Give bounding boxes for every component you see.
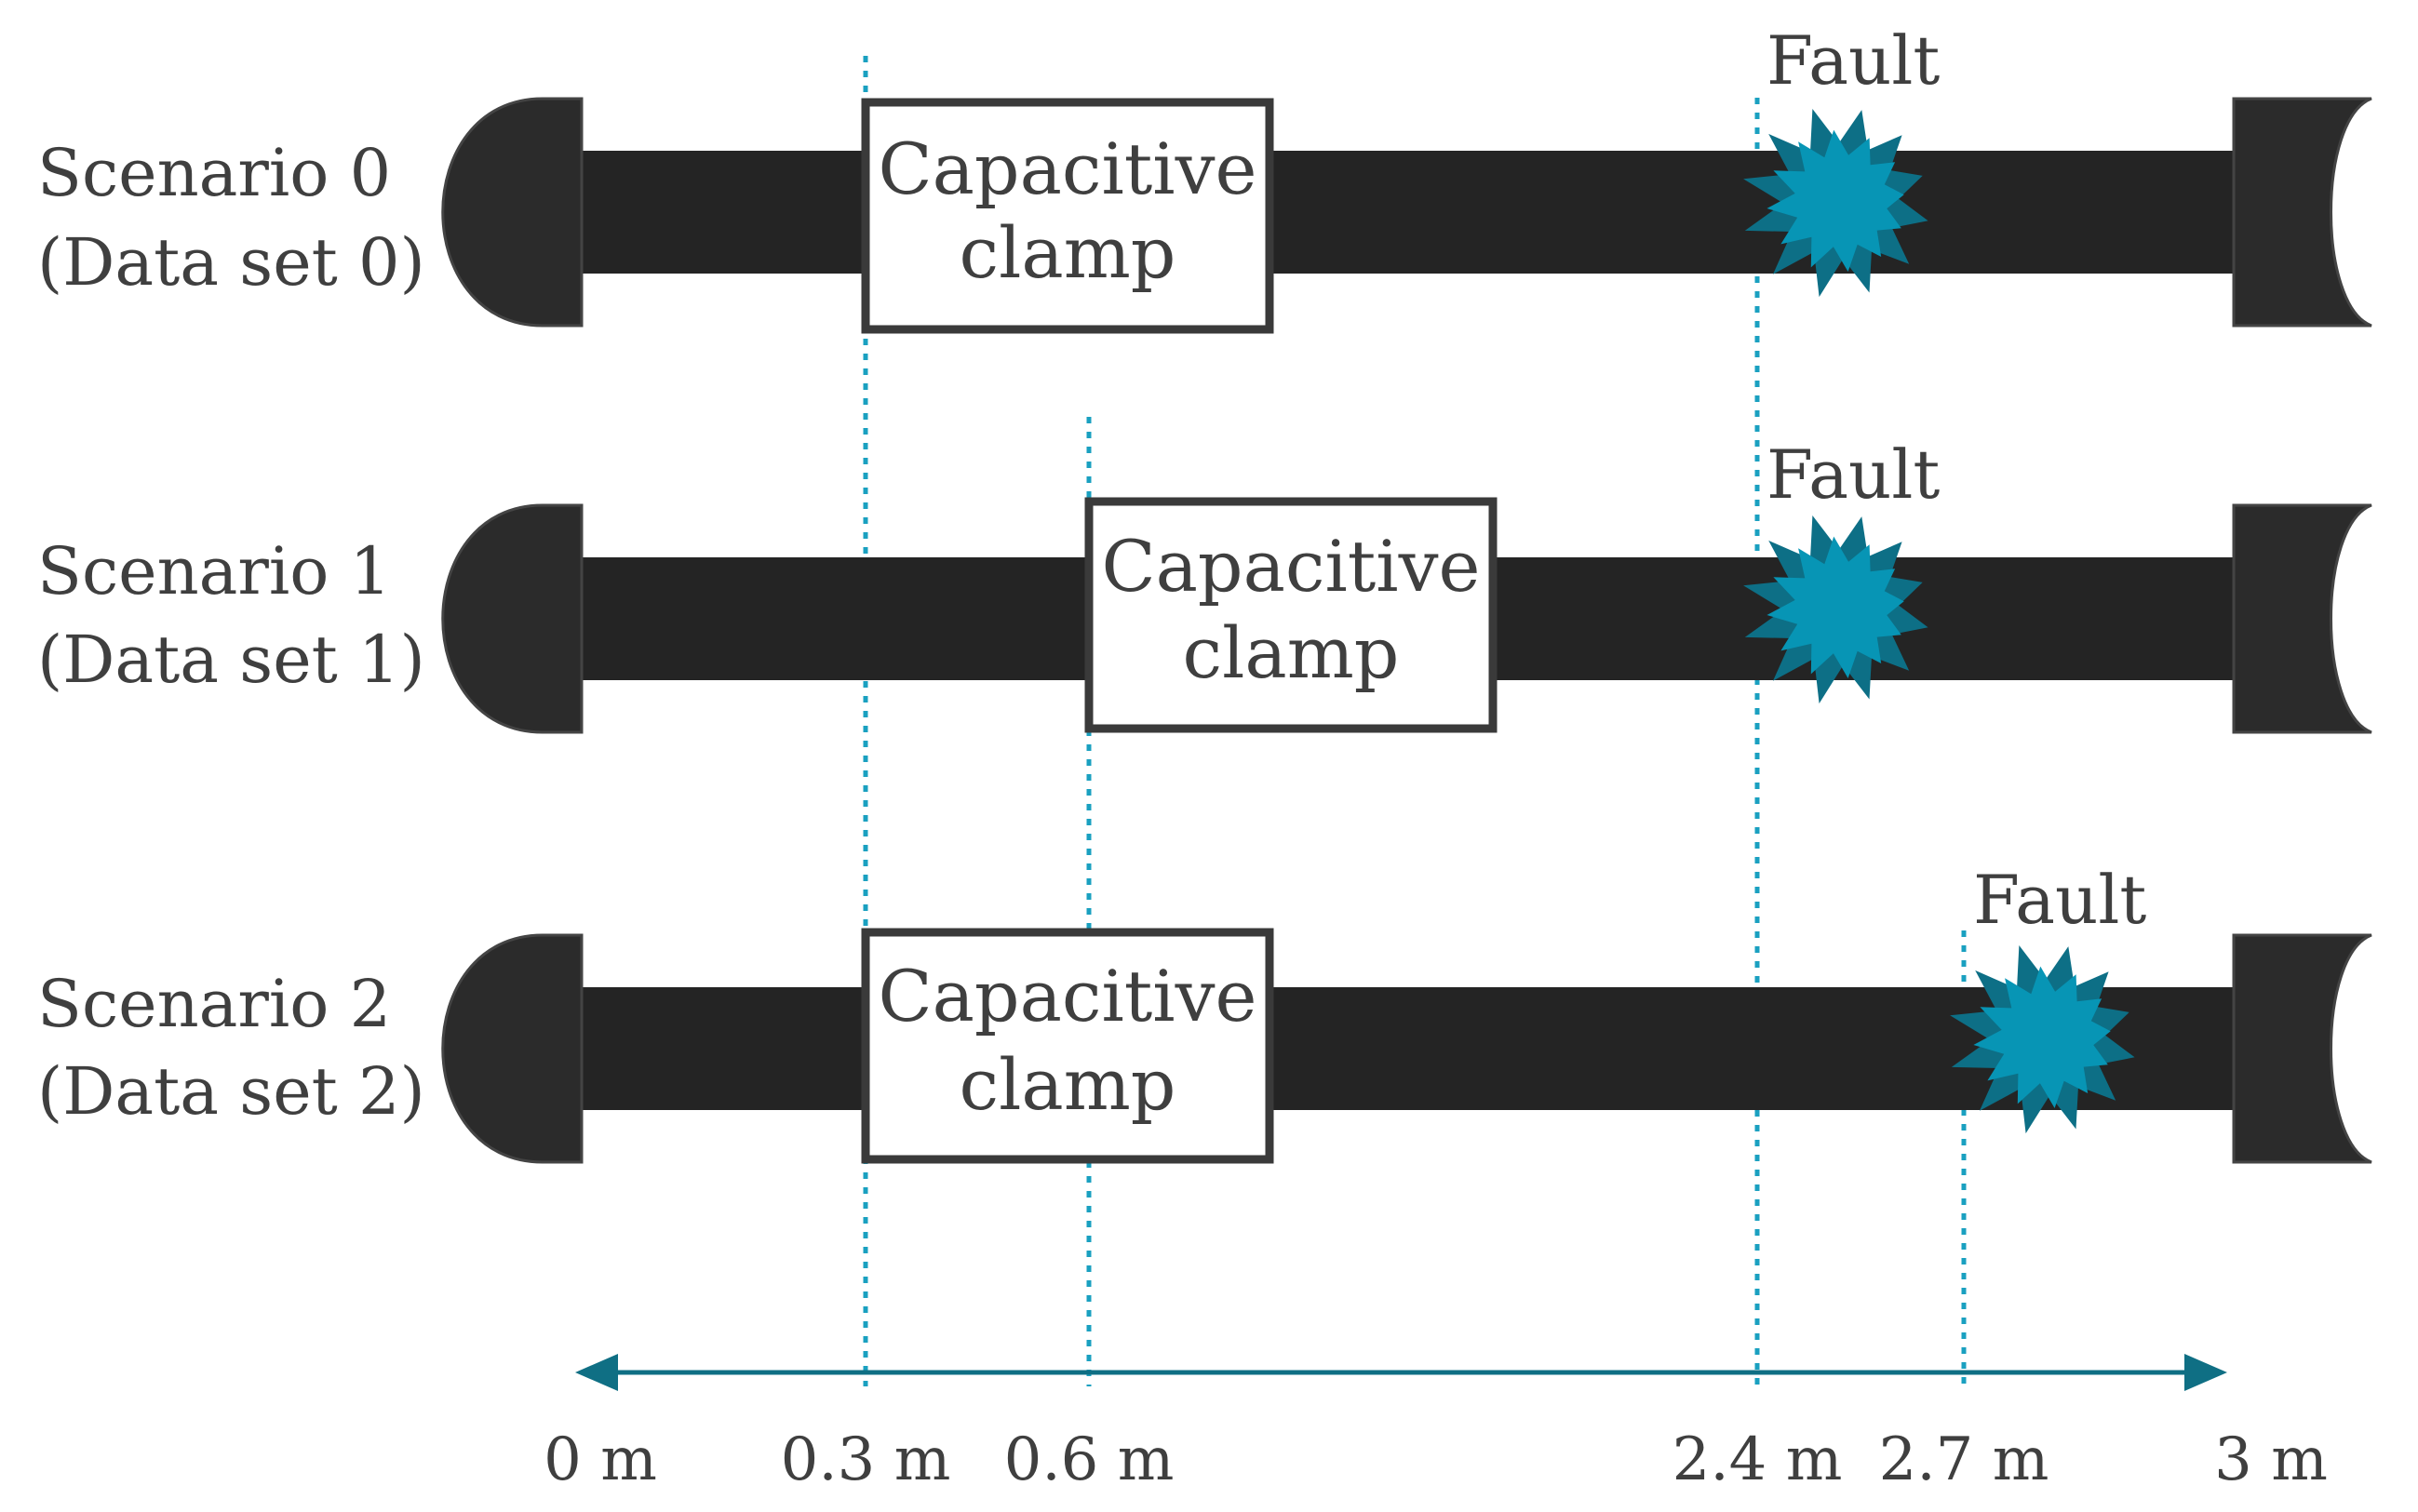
axis-tick-label: 0.6 m [1004, 1425, 1175, 1494]
fault-marker: Fault [1743, 21, 1940, 298]
scenario-dataset-label: (Data set 0) [37, 224, 425, 301]
left-termination-icon [441, 97, 584, 328]
axis-left-arrowhead-icon [575, 1354, 618, 1391]
clamp-label-line2: clamp [1183, 611, 1400, 694]
scenario-dataset-label: (Data set 1) [37, 622, 425, 698]
clamp-label-line1: Capacitive [1101, 525, 1480, 608]
capacitive-clamp: Capacitive clamp [1084, 497, 1498, 733]
fault-burst-core-icon [1766, 536, 1904, 678]
scenario-label: Scenario 2 [37, 966, 391, 1042]
fault-label: Fault [1973, 861, 2146, 939]
fault-marker: Fault [1743, 435, 1940, 704]
right-termination-icon [2232, 97, 2372, 328]
clamp-box [861, 928, 1274, 1164]
right-termination-icon [2232, 933, 2372, 1164]
scenario-label: Scenario 1 [37, 533, 391, 609]
fault-burst-core-icon [1973, 966, 2111, 1108]
clamp-label-line2: clamp [960, 1043, 1176, 1126]
clamp-label-line2: clamp [960, 211, 1176, 294]
right-termination-icon [2232, 503, 2372, 734]
scenario-label: Scenario 0 [37, 135, 391, 211]
cable-pipe [558, 987, 2243, 1110]
axis-tick-label: 2.4 m [1672, 1425, 1843, 1494]
scenario-row-0: Scenario 0 (Data set 0) Capacitive clamp… [37, 21, 2372, 334]
axis-tick-label: 3 m [2214, 1425, 2328, 1494]
clamp-box [1084, 497, 1498, 733]
fault-label: Fault [1766, 21, 1940, 100]
scenario-dataset-label: (Data set 2) [37, 1053, 425, 1130]
clamp-label-line1: Capacitive [878, 955, 1256, 1037]
axis-right-arrowhead-icon [2184, 1354, 2227, 1391]
capacitive-clamp: Capacitive clamp [861, 98, 1274, 334]
clamp-label-line1: Capacitive [878, 127, 1256, 210]
scenario-rows: Scenario 0 (Data set 0) Capacitive clamp… [37, 21, 2372, 1164]
distance-axis: 0 m 0.3 m 0.6 m 2.4 m 2.7 m 3 m [544, 1354, 2328, 1494]
axis-tick-label: 0 m [544, 1425, 657, 1494]
cable-pipe [558, 151, 2243, 274]
axis-tick-labels: 0 m 0.3 m 0.6 m 2.4 m 2.7 m 3 m [544, 1425, 2328, 1494]
axis-tick-label: 2.7 m [1879, 1425, 2049, 1494]
fault-marker: Fault [1950, 861, 2146, 1134]
scenario-row-2: Scenario 2 (Data set 2) Capacitive clamp… [37, 861, 2372, 1164]
axis-tick-label: 0.3 m [781, 1425, 951, 1494]
fault-label: Fault [1766, 435, 1940, 514]
scenario-row-1: Scenario 1 (Data set 1) Capacitive clamp… [37, 435, 2372, 734]
left-termination-icon [441, 933, 584, 1164]
left-termination-icon [441, 503, 584, 734]
capacitive-clamp: Capacitive clamp [861, 928, 1274, 1164]
fault-burst-core-icon [1766, 129, 1904, 272]
clamp-box [861, 98, 1274, 334]
